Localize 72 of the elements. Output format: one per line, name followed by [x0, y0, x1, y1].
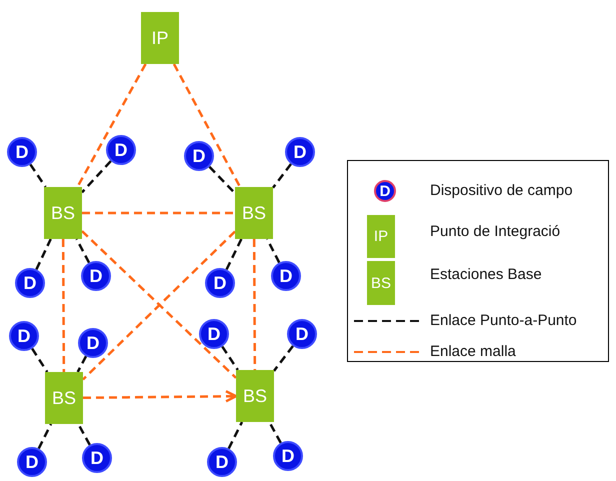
integration-point-box: [141, 12, 179, 64]
legend-label: Estaciones Base: [430, 266, 542, 284]
legend-label: Enlace Punto-a-Punto: [430, 312, 577, 330]
node-label: D: [282, 447, 294, 465]
point-link: [76, 238, 90, 264]
point-link: [208, 166, 236, 194]
node-label: D: [24, 274, 36, 292]
point-link: [81, 160, 112, 194]
point-link: [29, 164, 47, 188]
swatch-label: BS: [370, 276, 391, 290]
point-link: [272, 163, 292, 189]
node-label: D: [208, 325, 220, 343]
node-label: IP: [151, 29, 168, 47]
field-device-circle: [7, 137, 37, 167]
base-station-box: [235, 187, 273, 239]
point-link: [228, 421, 244, 450]
swatch-label: D: [380, 184, 390, 198]
field-device-circle: [285, 137, 315, 167]
field-device-circle: [205, 268, 235, 298]
base-station-box: [44, 187, 82, 239]
base-station-box: [45, 372, 83, 424]
node-label: D: [16, 143, 28, 161]
node-label: D: [216, 453, 228, 471]
mesh-link: [62, 239, 66, 372]
field-device-circle: [287, 319, 317, 349]
point-link: [77, 423, 91, 446]
node-label: D: [280, 267, 292, 285]
node-label: BS: [242, 387, 267, 405]
field-device-circle: [9, 321, 39, 351]
point-link: [273, 345, 294, 372]
node-label: D: [296, 325, 308, 343]
field-device-circle: [82, 443, 112, 473]
node-label: D: [26, 453, 38, 471]
node-label: BS: [52, 389, 76, 407]
base-station-box: [236, 370, 274, 422]
point-link: [221, 346, 239, 371]
field-device-circle: [271, 261, 301, 291]
node-label: D: [214, 274, 226, 292]
mesh-link: [252, 239, 256, 370]
node-label: D: [192, 147, 206, 165]
mesh-link: [82, 390, 238, 403]
field-device-circle: [17, 447, 47, 477]
field-device-circle: [207, 447, 237, 477]
point-link: [266, 238, 280, 264]
point-link: [38, 423, 52, 450]
node-label: D: [90, 449, 104, 467]
field-device-circle: [199, 319, 229, 349]
node-label: D: [86, 334, 100, 352]
point-link: [268, 421, 282, 444]
node-label: D: [294, 143, 306, 161]
field-device-circle: [184, 141, 214, 171]
node-label: D: [18, 327, 30, 345]
mesh-link: [172, 63, 242, 188]
node-label: D: [114, 141, 128, 159]
node-label: BS: [242, 204, 266, 222]
field-device-circle: [273, 441, 303, 471]
mesh-link: [82, 212, 235, 214]
legend-label: Enlace malla: [430, 343, 516, 361]
mesh-link: [76, 63, 147, 188]
legend-label: Punto de Integració: [430, 223, 560, 241]
field-device-circle: [81, 261, 111, 291]
field-device-circle: [106, 135, 136, 165]
field-device-circle: [15, 268, 45, 298]
node-label: BS: [50, 204, 75, 222]
point-link: [35, 238, 52, 270]
point-link: [225, 238, 242, 270]
legend-label: Dispositivo de campo: [430, 182, 573, 200]
point-link: [76, 356, 88, 373]
field-device-circle: [78, 328, 108, 358]
node-label: D: [90, 267, 102, 285]
swatch-label: IP: [374, 229, 388, 244]
point-link: [31, 348, 48, 373]
